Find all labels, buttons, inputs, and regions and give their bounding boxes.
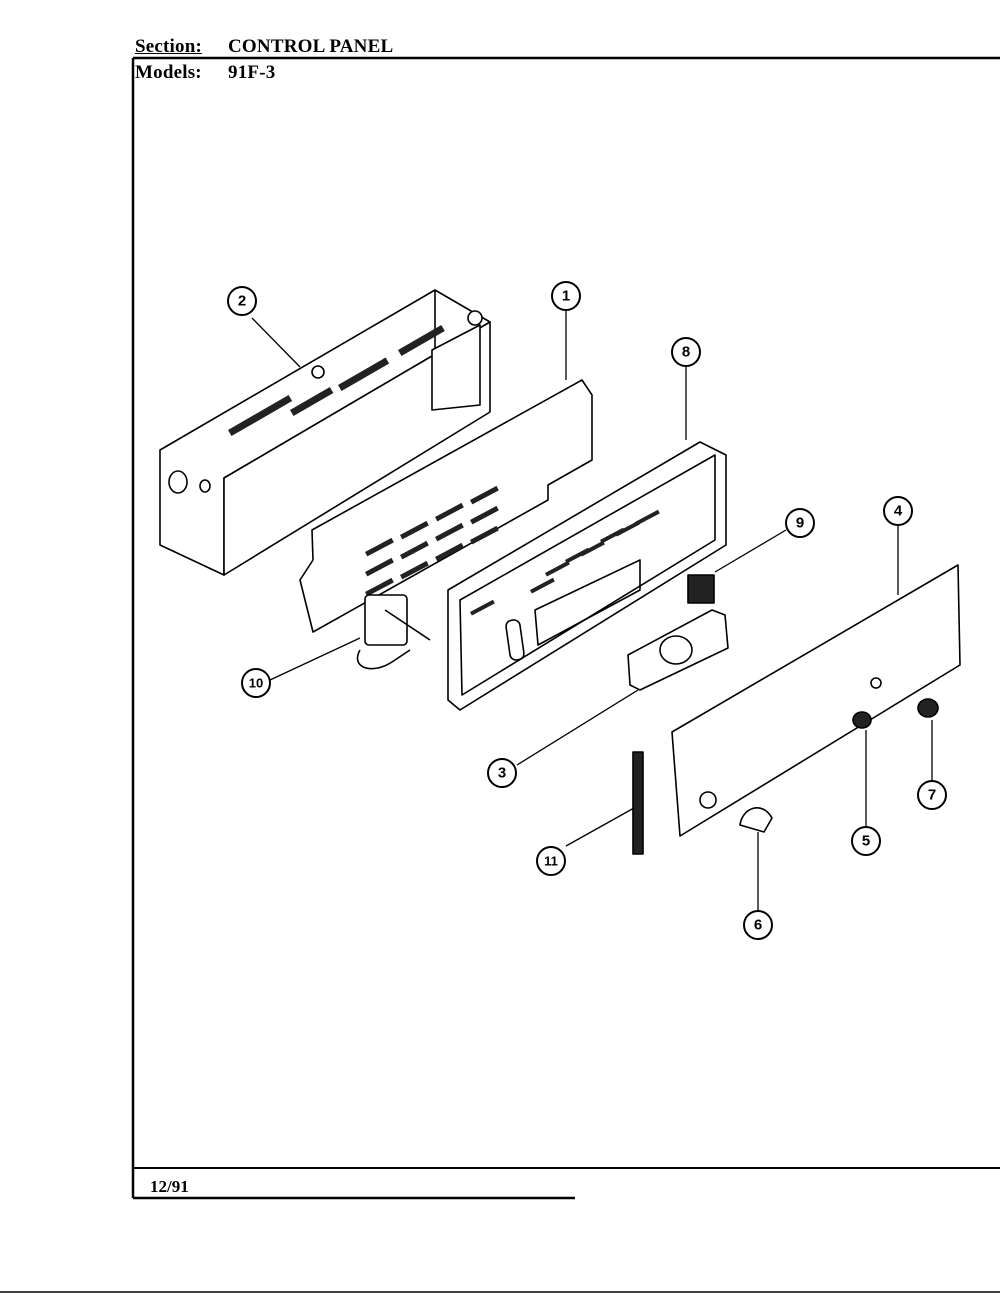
callout-4: 4	[883, 496, 913, 526]
part-rear-cover	[159, 289, 491, 576]
models-label: Models:	[135, 62, 202, 83]
part-front-panel	[671, 564, 961, 837]
part-front-frame	[447, 441, 727, 711]
callout-6: 6	[743, 910, 773, 940]
callout-7: 7	[917, 780, 947, 810]
part-connector	[687, 574, 715, 604]
part-rod	[632, 751, 644, 855]
part-switch	[356, 594, 431, 670]
section-value: CONTROL PANEL	[228, 36, 394, 57]
callout-5: 5	[851, 826, 881, 856]
revision-date: 12/91	[150, 1177, 189, 1196]
part-selector-knob	[739, 807, 773, 833]
callout-3: 3	[487, 758, 517, 788]
part-knob-large	[917, 698, 939, 718]
section-label: Section:	[135, 36, 203, 57]
callout-10: 10	[241, 668, 271, 698]
callout-3-label: 3	[498, 765, 506, 782]
callout-7-label: 7	[928, 787, 936, 804]
callout-1-label: 1	[562, 288, 570, 305]
callout-9: 9	[785, 508, 815, 538]
part-panel	[299, 379, 593, 633]
callout-8: 8	[671, 337, 701, 367]
part-knob-small	[852, 711, 872, 729]
callout-11: 11	[536, 846, 566, 876]
callout-1: 1	[551, 281, 581, 311]
callout-11-label: 11	[544, 854, 558, 869]
callout-9-label: 9	[796, 515, 804, 532]
callout-2-label: 2	[238, 293, 246, 310]
models-value: 91F-3	[228, 62, 276, 83]
callout-5-label: 5	[862, 833, 870, 850]
callout-4-label: 4	[894, 503, 903, 520]
callout-10-label: 10	[249, 676, 263, 691]
callout-6-label: 6	[754, 917, 762, 934]
part-timer-bracket	[627, 609, 729, 691]
callout-2: 2	[227, 286, 257, 316]
page-frame	[0, 56, 1000, 1293]
callout-8-label: 8	[682, 344, 690, 361]
leader-lines	[251, 311, 933, 911]
